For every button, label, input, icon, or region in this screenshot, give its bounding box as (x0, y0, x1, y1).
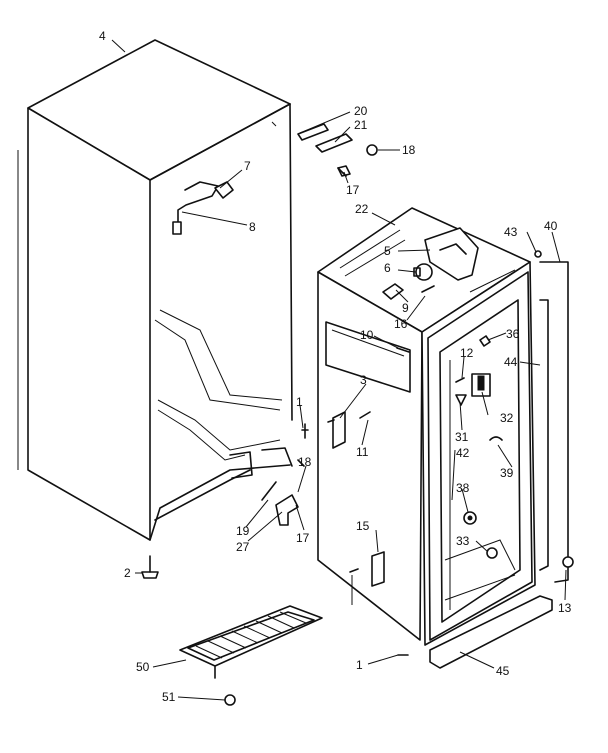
callout-7: 7 (244, 159, 251, 173)
leader-lines (111, 39, 567, 701)
callout-1-bottom: 1 (356, 658, 363, 672)
callout-11: 11 (356, 445, 369, 459)
callout-12: 12 (460, 346, 474, 360)
callout-18-mid: 18 (298, 455, 312, 469)
callout-32: 32 (500, 411, 514, 425)
callout-4: 4 (99, 29, 106, 43)
callout-51: 51 (162, 690, 176, 704)
callout-6: 6 (384, 261, 391, 275)
callout-33: 33 (456, 534, 470, 548)
callout-5: 5 (384, 244, 391, 258)
callout-45: 45 (496, 664, 510, 678)
callout-3: 3 (360, 373, 367, 387)
callout-42: 42 (456, 446, 470, 460)
cabinet-liner (317, 207, 536, 646)
hardware (141, 123, 574, 706)
callout-21: 21 (354, 118, 368, 132)
callout-15: 15 (356, 519, 370, 533)
callout-17-mid: 17 (296, 531, 310, 545)
callout-19: 19 (236, 524, 250, 538)
door-gasket-frame (429, 261, 569, 669)
callout-18-top: 18 (402, 143, 416, 157)
callout-2: 2 (124, 566, 131, 580)
callout-20: 20 (354, 104, 368, 118)
callout-31: 31 (455, 430, 469, 444)
callout-10: 10 (360, 328, 374, 342)
callout-17-top: 17 (346, 183, 360, 197)
callout-13: 13 (558, 601, 572, 615)
callout-39: 39 (500, 466, 514, 480)
callout-22: 22 (355, 202, 369, 216)
callout-8: 8 (249, 220, 256, 234)
cabinet-shell (17, 39, 293, 541)
callout-44: 44 (504, 355, 518, 369)
callout-50: 50 (136, 660, 150, 674)
callout-27: 27 (236, 540, 250, 554)
callout-16: 16 (394, 317, 408, 331)
callout-38: 38 (456, 481, 470, 495)
callout-36: 36 (506, 327, 520, 341)
callout-labels: 4 7 8 20 21 18 17 22 5 6 9 16 10 3 11 1 … (99, 29, 572, 704)
wire-shelf (179, 605, 323, 679)
callout-40: 40 (544, 219, 558, 233)
callout-1-mid: 1 (296, 395, 303, 409)
callout-9: 9 (402, 301, 409, 315)
callout-43: 43 (504, 225, 518, 239)
